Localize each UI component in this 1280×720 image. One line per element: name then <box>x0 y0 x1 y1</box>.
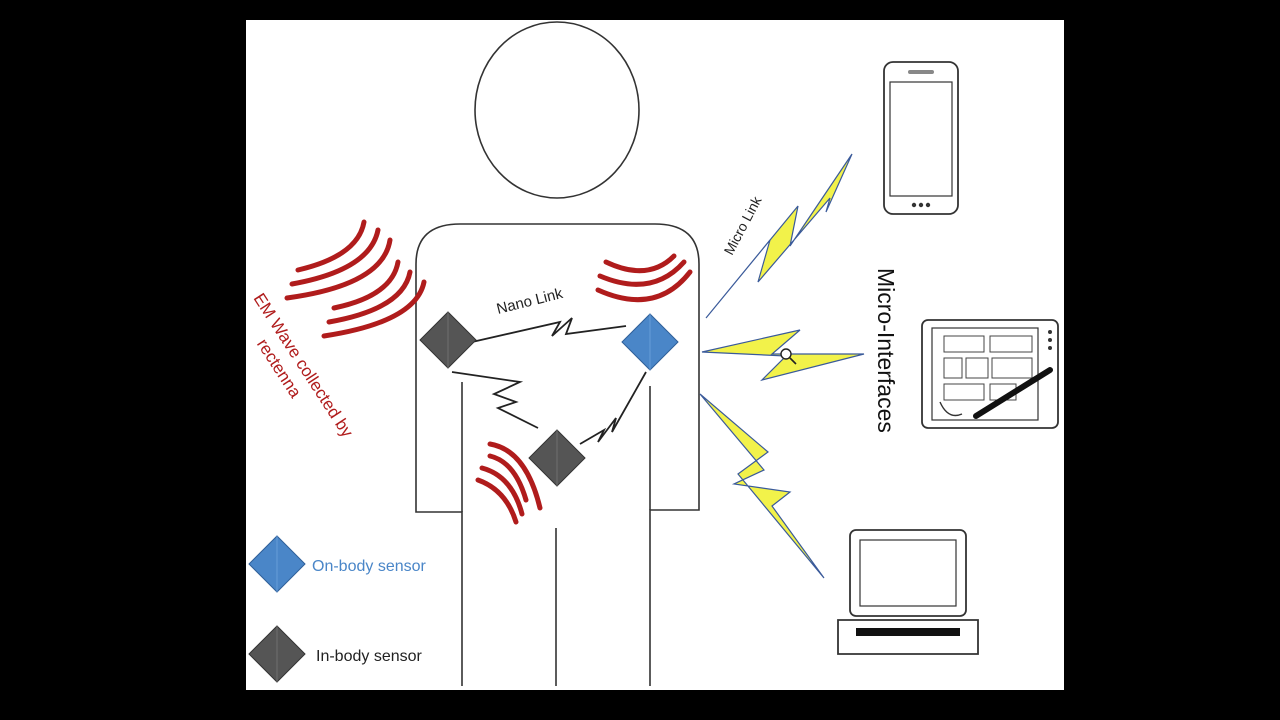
head <box>474 21 640 199</box>
tablet-icon <box>921 319 1059 429</box>
body-outline <box>415 223 700 686</box>
legend: On-body sensor In-body sensor <box>248 535 427 683</box>
legend-on-body: On-body sensor <box>248 535 427 593</box>
em-wave-arc <box>475 477 519 525</box>
legend-on-body-label: On-body sensor <box>312 558 427 575</box>
nano-links <box>451 317 647 445</box>
smartphone-icon <box>883 61 959 215</box>
em-wave-arc <box>479 465 525 517</box>
micro-links <box>699 153 865 579</box>
em-wave-arc <box>595 269 693 303</box>
in-body-sensor-abdomen <box>528 429 586 487</box>
em-wave-arc <box>603 253 677 274</box>
on-body-sensor-chest <box>621 313 679 371</box>
lightning-bolt-phone <box>705 153 853 319</box>
em-wave-arc <box>487 441 543 511</box>
em-waves <box>284 219 693 525</box>
zoom-cursor-icon <box>780 348 792 360</box>
em-wave-arc <box>331 259 401 311</box>
nano-link-right <box>579 371 647 445</box>
em-wave-arc <box>289 227 381 287</box>
nano-link-top <box>471 317 627 343</box>
em-wave-arc <box>284 237 393 301</box>
em-wave-arc <box>326 269 413 325</box>
stylus <box>973 367 1053 419</box>
em-wave-arc <box>487 453 529 503</box>
em-wave-arc <box>597 259 687 287</box>
legend-in-body-label: In-body sensor <box>316 648 423 665</box>
in-body-sensor-shoulder <box>419 311 477 369</box>
em-wave-arc <box>295 219 367 273</box>
human-figure <box>415 21 700 686</box>
nano-link-left <box>451 371 539 429</box>
legend-in-body: In-body sensor <box>248 625 423 683</box>
em-wave-arc <box>321 279 427 339</box>
laptop-icon <box>837 529 979 655</box>
micro-interfaces-label: Micro-Interfaces <box>873 268 899 433</box>
lightning-bolt-laptop <box>699 393 825 579</box>
